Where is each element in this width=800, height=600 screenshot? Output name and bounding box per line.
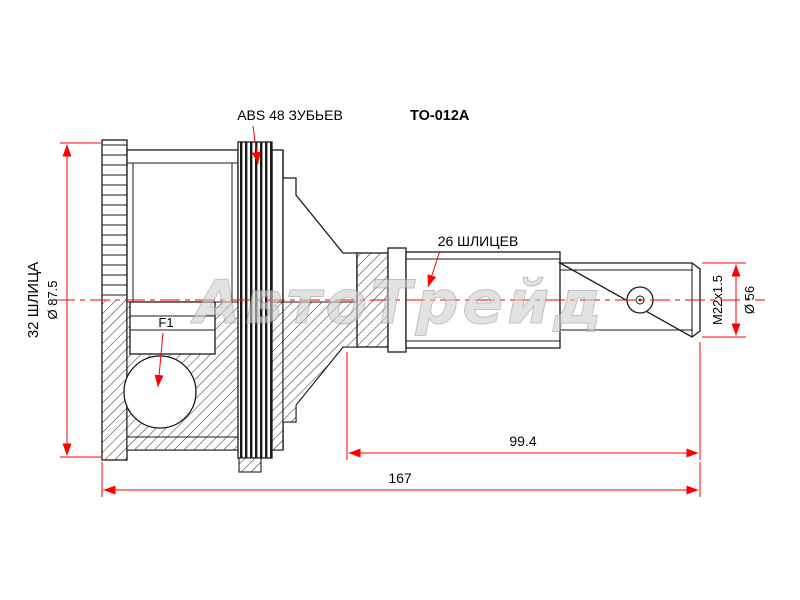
shaft-splines-callout: 26 ШЛИЦЕВ xyxy=(438,233,519,249)
housing-rim xyxy=(101,139,128,461)
f1-callout: F1 xyxy=(158,315,173,330)
thread-dimension-label: M22x1.5 xyxy=(710,275,725,325)
f1-leader-line xyxy=(154,332,164,388)
bearing-ball xyxy=(123,355,197,429)
part-code-label: TO-012A xyxy=(410,108,470,124)
abs-leader-line xyxy=(251,125,261,165)
watermark: АвтоТрейд xyxy=(190,268,605,338)
housing-cone xyxy=(282,150,358,450)
bearing-section xyxy=(123,301,216,429)
shaft-length-dimension-label: 99.4 xyxy=(509,433,536,449)
splines-leader-line xyxy=(427,250,441,288)
outer-diameter-dimension-label: Ø 87.5 xyxy=(45,280,60,319)
overall-length-dimension-label: 167 xyxy=(388,470,412,486)
dimension-lines xyxy=(55,125,765,497)
drawing-labels: ABS 48 ЗУБЬЕВ TO-012A 26 ШЛИЦЕВ F1 32 ШЛ… xyxy=(25,107,757,486)
outer-splines-dimension-label: 32 ШЛИЦА xyxy=(25,262,42,338)
abs-ring-callout: ABS 48 ЗУБЬЕВ xyxy=(237,107,343,123)
shaft-diameter-dimension-label: Ø 56 xyxy=(742,286,757,314)
inner-race xyxy=(129,301,216,355)
